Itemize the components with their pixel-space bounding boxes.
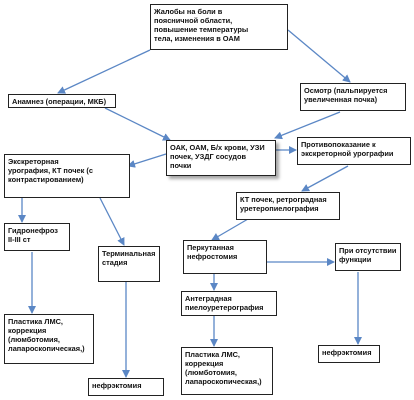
- arrow-exam-labs: [274, 111, 341, 140]
- arrow-complaints-anamnesis: [57, 49, 151, 94]
- node-nephrectomy-right: нефрэктомия: [318, 345, 380, 363]
- node-contraindication: Противопоказание к экскреторной урографи…: [297, 137, 411, 165]
- arrow-contra-ct: [301, 165, 349, 192]
- node-exam: Осмотр (пальпируется увеличенная почка): [300, 83, 406, 111]
- arrow-anamnesis-labs: [104, 107, 171, 141]
- node-nephrectomy-left: нефрэктомия: [88, 378, 164, 396]
- node-percutaneous: Перкутанная нефростомия: [183, 240, 267, 274]
- node-excretory: Экскреторная урография, КТ почек (с конт…: [4, 154, 130, 198]
- arrow-labs-excretory: [127, 153, 167, 168]
- node-labs: ОАК, ОАМ, Б/х крови, УЗИ почек, УЗДГ сос…: [166, 140, 276, 176]
- arrow-ct-percutaneous: [211, 218, 249, 241]
- node-complaints: Жалобы на боли в поясничной области, пов…: [150, 4, 288, 50]
- node-anamnesis: Анамнез (операции, МКБ): [8, 94, 116, 108]
- node-hydronephrosis: Гидронефроз II-III ст: [4, 223, 70, 251]
- arrow-excretory-terminal: [99, 197, 125, 246]
- node-plasty-left: Пластика ЛМС, коррекция (люмботомия, лап…: [4, 314, 94, 364]
- node-antegrade: Антеградная пиелоуретерография: [181, 291, 277, 316]
- node-no-function: При отсутствии функции: [335, 243, 401, 271]
- node-ct-retrograde: КТ почек, ретроградная уретеропиелографи…: [236, 192, 340, 220]
- node-terminal: Терминальная стадия: [98, 246, 160, 282]
- arrow-complaints-exam: [287, 29, 351, 83]
- node-plasty-right: Пластика ЛМС, коррекция (люмботомия, лап…: [181, 347, 273, 395]
